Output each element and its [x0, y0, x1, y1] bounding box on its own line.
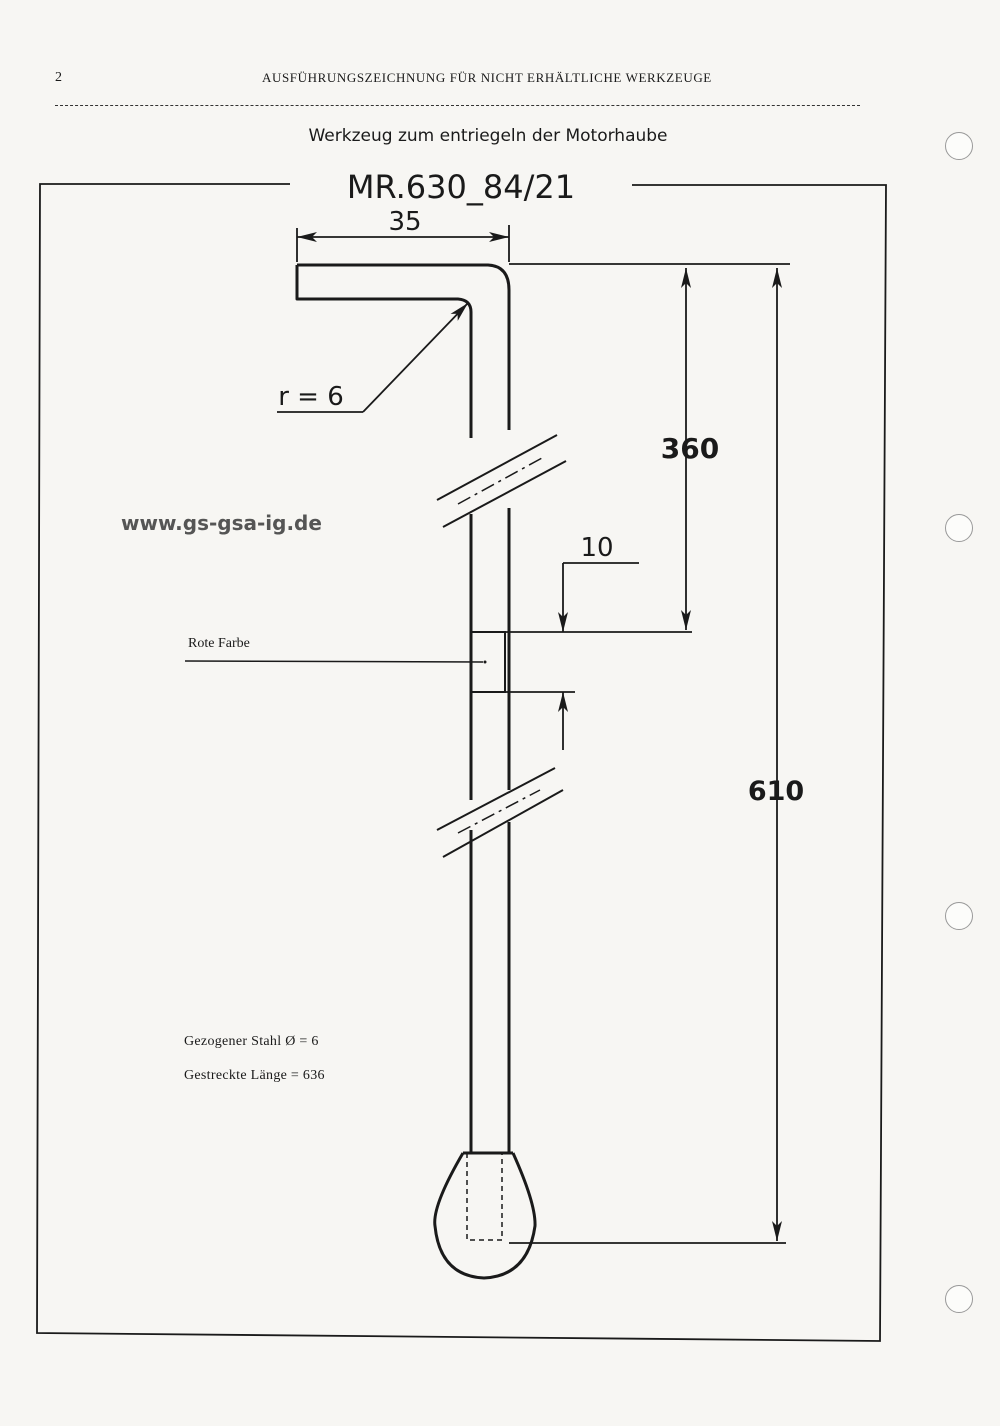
watermark-url: www.gs-gsa-ig.de: [121, 511, 322, 535]
dim-label-610: 610: [748, 776, 804, 807]
drawing-subtitle: Werkzeug zum entriegeln der Motorhaube: [308, 126, 668, 146]
binder-hole-1: [945, 132, 973, 160]
radius-leader: [277, 302, 469, 413]
binder-hole-4: [945, 1285, 973, 1313]
part-number: MR.630_84/21: [347, 168, 575, 206]
drawing-frame: [36, 183, 887, 1342]
dimension-hook-width: [296, 225, 510, 262]
stretched-length-note: Gestreckte Länge = 636: [184, 1068, 325, 1083]
break-symbol-lower: [436, 767, 564, 858]
handle-knob: [433, 1151, 537, 1280]
dim-label-360: 360: [661, 432, 719, 465]
material-note: Gezogener Stahl Ø = 6: [184, 1034, 319, 1049]
dim-label-35: 35: [388, 207, 421, 237]
binder-hole-2: [945, 514, 973, 542]
dimension-to-mark: [505, 263, 790, 633]
paint-leader-line: [184, 660, 484, 663]
binder-hole-3: [945, 902, 973, 930]
label-red-paint: Rote Farbe: [188, 636, 250, 651]
paint-leader-dot: [483, 660, 487, 664]
dim-label-radius: r = 6: [278, 382, 344, 412]
dimension-total-length: [509, 268, 786, 1244]
dim-label-10: 10: [580, 533, 613, 563]
dimension-mark-width: [505, 562, 639, 750]
document-header-title: AUSFÜHRUNGSZEICHNUNG FÜR NICHT ERHÄLTLIC…: [262, 70, 712, 85]
page-number: 2: [55, 70, 62, 85]
header-rule: [55, 105, 860, 106]
break-symbol-upper: [436, 434, 567, 528]
